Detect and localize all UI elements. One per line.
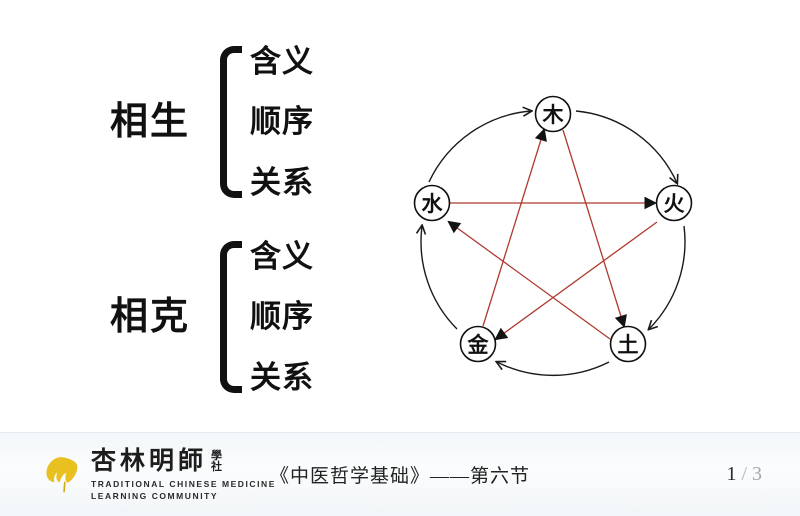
- line-fire-to-metal: [496, 221, 658, 339]
- generating-cycle-arcs: [421, 110, 686, 376]
- outline-group-items: 含义 顺序 关系: [250, 46, 314, 198]
- outline-item: 含义: [250, 43, 314, 79]
- overcoming-cycle-lines: [449, 129, 658, 340]
- brand-suffix-cn: 學 社: [211, 449, 223, 474]
- page-total: 3: [752, 463, 764, 485]
- line-wood-to-earth: [562, 129, 624, 326]
- page-indicator: 1/3: [726, 463, 764, 486]
- brand-name-en-line2: LEARNING COMMUNITY: [91, 491, 219, 502]
- brand-logo: 杏林明師 學 社 TRADITIONAL CHINESE MEDICINE LE…: [44, 447, 276, 503]
- arc-water-to-wood: [428, 111, 531, 183]
- outline-group-items: 含义 顺序 关系: [250, 241, 314, 393]
- page-separator: /: [741, 463, 749, 485]
- line-metal-to-wood: [482, 130, 544, 327]
- outline-group-title: 相生: [110, 100, 191, 143]
- outline-group-xiangsheng: 相生 含义 顺序 关系: [110, 34, 380, 209]
- brand-name-en: TRADITIONAL CHINESE MEDICINE LEARNING CO…: [91, 478, 276, 503]
- node-wood: 木: [534, 95, 572, 133]
- outline-item: 关系: [250, 359, 314, 395]
- node-metal: 金: [459, 325, 497, 363]
- brand-suffix-char: 社: [211, 461, 223, 474]
- outline-group-xiangke: 相克 含义 顺序 关系: [110, 229, 380, 404]
- topic-outline: 相生 含义 顺序 关系 相克 含义 顺序 关系: [110, 34, 380, 404]
- page-current: 1: [726, 463, 739, 485]
- node-label: 金: [467, 333, 490, 357]
- left-brace-bracket-icon: [216, 240, 242, 393]
- arc-metal-to-water: [421, 226, 458, 330]
- outline-item: 顺序: [250, 104, 314, 139]
- ginkgo-leaf-icon: [46, 457, 78, 493]
- outline-group-title: 相克: [110, 295, 191, 338]
- node-earth: 土: [609, 325, 647, 363]
- left-brace-bracket-icon: [216, 45, 242, 198]
- node-label: 土: [618, 333, 639, 357]
- slide-footer: 杏林明師 學 社 TRADITIONAL CHINESE MEDICINE LE…: [0, 432, 800, 516]
- node-fire: 火: [655, 184, 693, 222]
- node-label: 木: [542, 103, 565, 127]
- arc-earth-to-metal: [497, 362, 610, 376]
- wuxing-nodes: 木 火 土 金 水: [413, 95, 693, 363]
- node-label: 水: [422, 192, 444, 216]
- node-label: 火: [664, 192, 685, 216]
- node-water: 水: [413, 184, 451, 222]
- line-earth-to-water: [449, 222, 611, 340]
- outline-item: 关系: [250, 164, 314, 200]
- arc-fire-to-earth: [649, 225, 686, 329]
- slide-canvas: 相生 含义 顺序 关系 相克 含义 顺序 关系: [110, 34, 708, 404]
- wuxing-diagram: 木 火 土 金 水: [398, 86, 708, 396]
- brand-suffix-char: 學: [211, 449, 223, 462]
- arc-wood-to-fire: [575, 110, 677, 183]
- brand-name-cn: 杏林明師: [91, 448, 208, 475]
- brand-name-en-line1: TRADITIONAL CHINESE MEDICINE: [91, 479, 276, 489]
- outline-item: 顺序: [250, 299, 314, 334]
- outline-item: 含义: [250, 238, 314, 274]
- course-title: 《中医哲学基础》——第六节: [269, 466, 530, 487]
